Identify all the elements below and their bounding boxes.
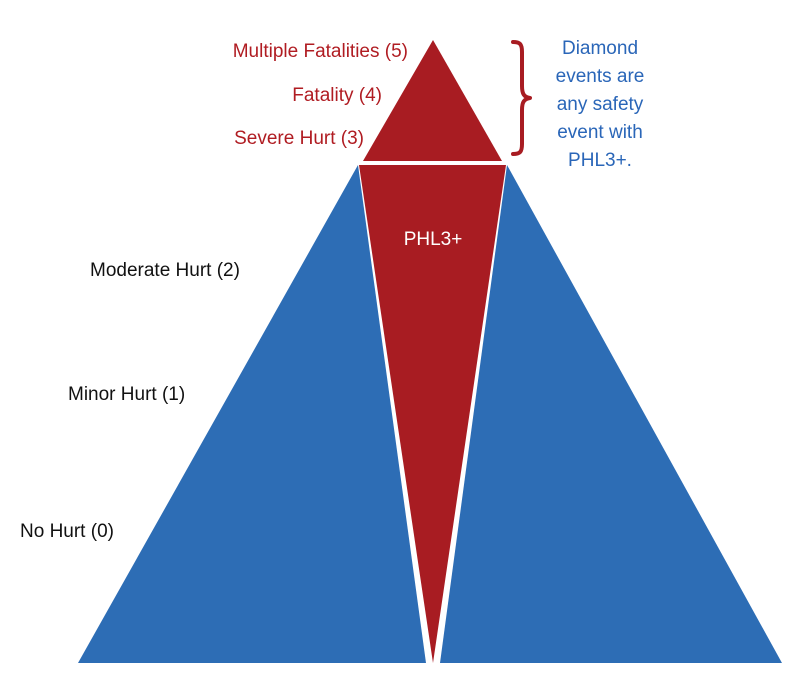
apex-triangle xyxy=(363,40,502,161)
pyramid-right-face xyxy=(440,165,782,663)
note-line-5: PHL3+. xyxy=(568,150,632,171)
level-label-moderate-hurt: Moderate Hurt (2) xyxy=(90,260,240,281)
curly-brace xyxy=(511,40,532,156)
level-label-no-hurt: No Hurt (0) xyxy=(20,521,114,542)
level-label-multiple-fatalities: Multiple Fatalities (5) xyxy=(233,41,408,62)
level-label-fatality: Fatality (4) xyxy=(292,85,382,106)
wedge-label: PHL3+ xyxy=(404,229,463,250)
pyramid-left-face xyxy=(78,165,426,663)
note-line-1: Diamond xyxy=(562,38,638,59)
level-label-minor-hurt: Minor Hurt (1) xyxy=(68,384,185,405)
note-line-2: events are xyxy=(556,66,645,87)
note-line-4: event with xyxy=(557,122,643,143)
level-label-severe-hurt: Severe Hurt (3) xyxy=(234,128,364,149)
phl3-wedge xyxy=(359,165,506,663)
note-line-3: any safety xyxy=(557,94,644,115)
